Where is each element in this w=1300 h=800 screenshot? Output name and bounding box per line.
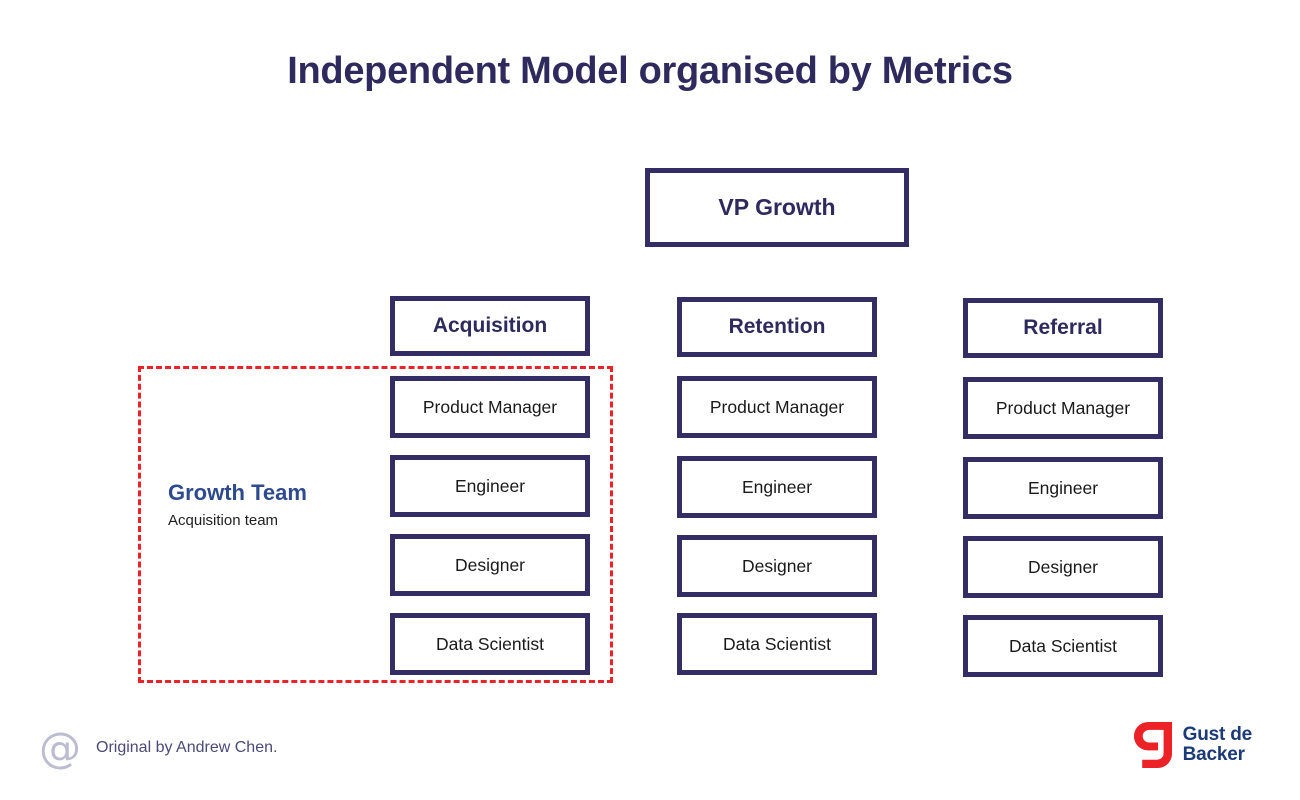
brand-wordmark: Gust de Backer xyxy=(1182,724,1253,765)
brand-line-2: Backer xyxy=(1182,744,1245,765)
role-node-retention-product-manager[interactable]: Product Manager xyxy=(677,376,877,438)
role-node-acquisition-product-manager[interactable]: Product Manager xyxy=(390,376,590,438)
footer-credit: @ Original by Andrew Chen. xyxy=(38,726,277,770)
role-node-label: Engineer xyxy=(1027,477,1099,498)
role-node-label: Engineer xyxy=(741,476,813,497)
role-node-label: Designer xyxy=(1027,556,1099,577)
column-header-retention[interactable]: Retention xyxy=(677,297,877,357)
role-node-retention-data-scientist[interactable]: Data Scientist xyxy=(677,613,877,675)
column-header-referral[interactable]: Referral xyxy=(963,298,1163,358)
growth-team-title: Growth Team xyxy=(168,480,307,505)
role-node-referral-data-scientist[interactable]: Data Scientist xyxy=(963,615,1163,677)
role-node-label: Product Manager xyxy=(709,396,845,417)
role-node-label: Data Scientist xyxy=(723,633,831,654)
role-node-referral-designer[interactable]: Designer xyxy=(963,536,1163,598)
credit-text: Original by Andrew Chen. xyxy=(96,739,278,756)
growth-team-subtitle: Acquisition team xyxy=(168,512,279,530)
role-node-label: Designer xyxy=(454,554,526,575)
role-node-label: Data Scientist xyxy=(1009,635,1117,656)
role-node-label: Engineer xyxy=(454,475,526,496)
role-node-label: Product Manager xyxy=(422,396,558,417)
growth-team-caption: Growth Team Acquisition team xyxy=(168,480,398,530)
gust-de-backer-g-mark-icon xyxy=(1133,722,1172,768)
page-title: Independent Model organised by Metrics xyxy=(287,50,1013,92)
brand-logo: Gust de Backer xyxy=(1133,722,1253,768)
column-header-label: Retention xyxy=(728,315,826,338)
role-node-acquisition-data-scientist[interactable]: Data Scientist xyxy=(390,613,590,675)
org-node-vp-growth[interactable]: VP Growth xyxy=(645,168,909,247)
at-icon: @ xyxy=(39,723,81,772)
role-node-referral-product-manager[interactable]: Product Manager xyxy=(963,377,1163,439)
role-node-referral-engineer[interactable]: Engineer xyxy=(963,457,1163,519)
role-node-acquisition-engineer[interactable]: Engineer xyxy=(390,455,590,517)
brand-line-1: Gust de xyxy=(1182,724,1253,746)
role-node-retention-designer[interactable]: Designer xyxy=(677,535,877,597)
role-node-label: Designer xyxy=(741,555,813,576)
role-node-acquisition-designer[interactable]: Designer xyxy=(390,534,590,596)
org-node-label: VP Growth xyxy=(718,194,836,220)
column-header-label: Referral xyxy=(1023,316,1103,339)
column-header-acquisition[interactable]: Acquisition xyxy=(390,296,590,356)
role-node-label: Data Scientist xyxy=(436,633,544,654)
column-header-label: Acquisition xyxy=(432,314,548,337)
role-node-retention-engineer[interactable]: Engineer xyxy=(677,456,877,518)
role-node-label: Product Manager xyxy=(995,397,1131,418)
